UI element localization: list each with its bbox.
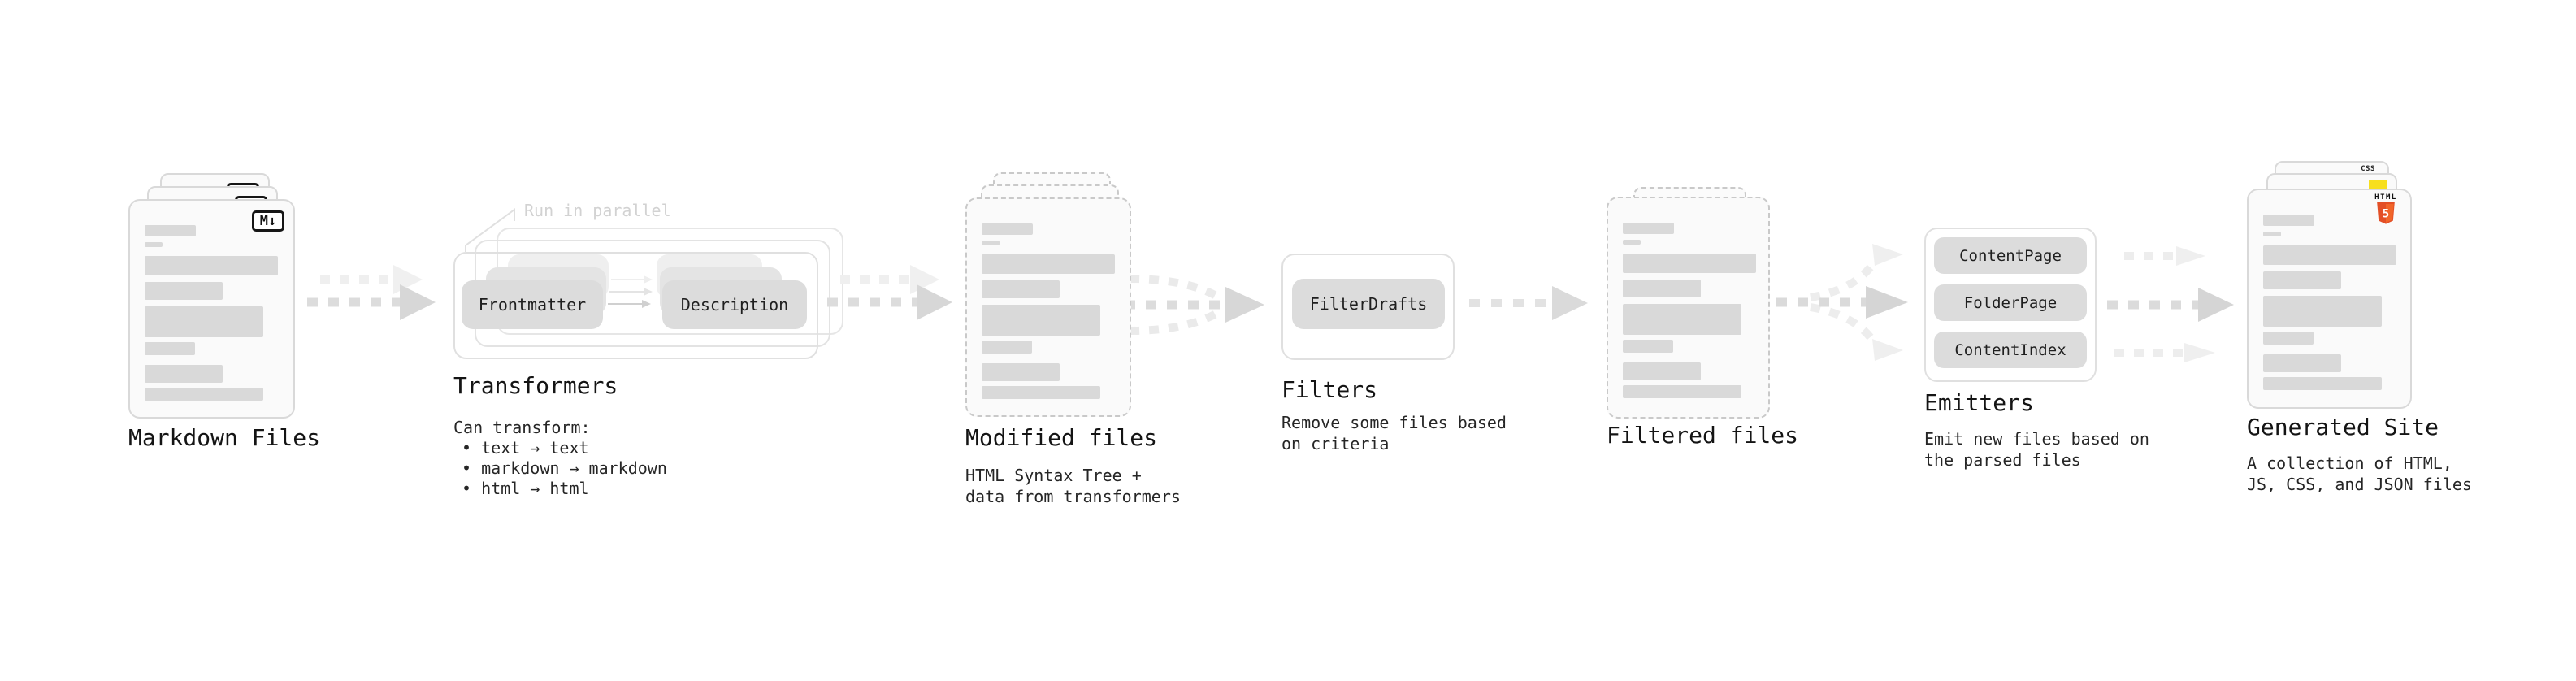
html5-shield: 5: [2377, 202, 2395, 224]
skeleton-bar: [145, 342, 195, 355]
generated-file-card-front: HTML 5: [2247, 189, 2412, 409]
html5-icon-word: HTML: [2374, 193, 2397, 202]
folderpage-pill: FolderPage: [1934, 284, 2087, 321]
contentindex-pill: ContentIndex: [1934, 332, 2087, 368]
skeleton-bar: [982, 223, 1033, 235]
markdown-badge-text: M↓: [259, 213, 277, 229]
skeleton-bar: [982, 340, 1032, 354]
skeleton-bar: [1623, 304, 1741, 335]
transformers-desc-line: Can transform:: [453, 418, 591, 437]
skeleton-bar: [1623, 254, 1756, 273]
arrow-markdown-to-transformers: [307, 284, 436, 320]
emitters-desc-line: Emit new files based on: [1924, 429, 2149, 449]
arrow-ghost-markdown-to-transformers: [320, 265, 423, 294]
arrow-transformers-to-modified: [827, 284, 952, 320]
skeleton-bar: [2263, 245, 2396, 265]
stage-label-markdown-files: Markdown Files: [128, 424, 321, 451]
skeleton-bar: [145, 225, 196, 236]
filters-desc-line: on criteria: [1281, 434, 1390, 453]
skeleton-bar: [982, 254, 1115, 274]
modified-file-card-front: [965, 197, 1131, 417]
markdown-icon: M↓: [252, 210, 284, 232]
modified-desc-line: data from transformers: [965, 487, 1181, 506]
description-pill: Description: [662, 280, 807, 329]
generated-desc-line: JS, CSS, and JSON files: [2247, 475, 2472, 494]
folderpage-pill-label: FolderPage: [1963, 293, 2058, 312]
transformers-description: Can transform: • text → text • markdown …: [453, 418, 667, 499]
skeleton-bar: [2263, 354, 2341, 372]
emitters-desc-line: the parsed files: [1924, 450, 2081, 470]
markdown-file-card-front: M↓: [128, 199, 295, 419]
skeleton-bar: [982, 305, 1100, 336]
skeleton-bar: [2263, 271, 2341, 289]
skeleton-bar: [982, 363, 1060, 381]
filtered-file-card-front: [1607, 197, 1770, 419]
filterdrafts-pill: FilterDrafts: [1292, 279, 1445, 329]
skeleton-bar: [2263, 332, 2314, 345]
skeleton-bar: [145, 365, 223, 383]
skeleton-bar: [2263, 296, 2382, 327]
contentindex-pill-label: ContentIndex: [1954, 340, 2066, 359]
transformer-box-front: [453, 252, 818, 359]
html5-shield-number: 5: [2383, 207, 2389, 220]
skeleton-bar: [982, 241, 1000, 245]
stage-label-modified-files: Modified files: [965, 424, 1158, 451]
modified-desc-line: HTML Syntax Tree +: [965, 466, 1142, 485]
filterdrafts-pill-label: FilterDrafts: [1309, 294, 1428, 314]
stage-label-filters: Filters: [1281, 376, 1378, 403]
filters-description: Remove some files based on criteria: [1281, 412, 1507, 454]
skeleton-bar: [1623, 223, 1674, 234]
css-badge-text: CSS: [2361, 165, 2375, 173]
frontmatter-pill-label: Frontmatter: [478, 295, 587, 314]
filters-desc-line: Remove some files based: [1281, 413, 1507, 432]
skeleton-bar: [1623, 340, 1673, 353]
arrow-filters-to-filtered: [1469, 286, 1588, 320]
js-file-icon: [2369, 180, 2387, 189]
stage-label-generated-site: Generated Site: [2247, 414, 2439, 440]
contentpage-pill-label: ContentPage: [1959, 246, 2062, 265]
stage-label-transformers: Transformers: [453, 372, 618, 399]
skeleton-bar: [145, 282, 223, 300]
generated-site-description: A collection of HTML, JS, CSS, and JSON …: [2247, 453, 2472, 495]
skeleton-bar: [982, 280, 1060, 298]
transformers-bullet: • html → html: [462, 479, 589, 498]
skeleton-bar: [1623, 362, 1701, 380]
arrow-converge-modified-to-filters: [1125, 275, 1264, 335]
skeleton-bar: [2263, 377, 2382, 390]
skeleton-bar: [145, 306, 263, 337]
skeleton-bar: [1623, 385, 1741, 398]
generated-desc-line: A collection of HTML,: [2247, 453, 2452, 473]
skeleton-bar: [145, 388, 263, 401]
skeleton-bar: [145, 242, 163, 247]
html5-icon: HTML 5: [2369, 193, 2403, 228]
contentpage-pill: ContentPage: [1934, 237, 2087, 274]
description-pill-label: Description: [680, 295, 789, 314]
arrow-emitters-bottom: [2114, 343, 2215, 362]
arrow-diverge-filtered-to-emitters: [1755, 244, 1908, 361]
transformers-bullet: • text → text: [462, 438, 589, 458]
emitters-description: Emit new files based on the parsed files: [1924, 428, 2149, 471]
frontmatter-pill: Frontmatter: [462, 280, 603, 329]
arrow-ghost-transformers-to-modified: [840, 265, 939, 294]
transformers-bullet: • markdown → markdown: [462, 458, 667, 478]
stage-label-filtered-files: Filtered files: [1607, 422, 1799, 449]
run-in-parallel-annotation: Run in parallel: [524, 201, 671, 220]
skeleton-bar: [982, 386, 1100, 399]
skeleton-bar: [145, 256, 278, 275]
skeleton-bar: [2263, 215, 2314, 226]
skeleton-bar: [1623, 280, 1701, 297]
modified-files-description: HTML Syntax Tree + data from transformer…: [965, 465, 1181, 507]
arrow-emitters-top: [2124, 246, 2205, 266]
skeleton-bar: [2263, 232, 2281, 236]
stage-label-emitters: Emitters: [1924, 389, 2034, 416]
skeleton-bar: [1623, 240, 1641, 245]
arrow-emitters-middle: [2107, 288, 2234, 322]
